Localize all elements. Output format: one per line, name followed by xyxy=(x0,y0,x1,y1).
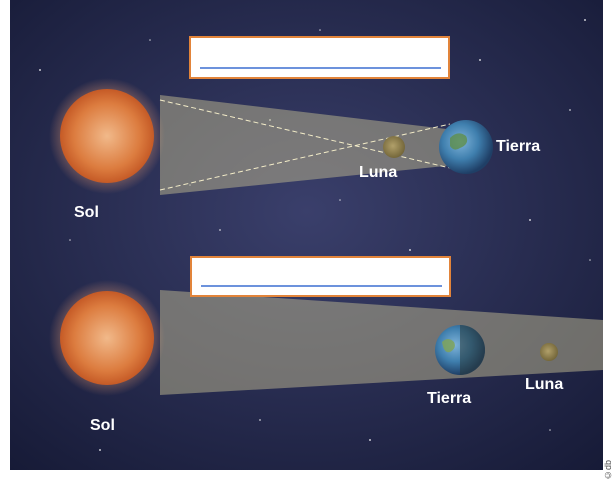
copyright-credit: ©db xyxy=(603,459,613,480)
luna-label-bottom: Luna xyxy=(525,376,563,393)
sun-light-cone-top xyxy=(160,95,455,195)
moon-bottom xyxy=(540,343,558,361)
sun-light-cone-bottom xyxy=(160,290,603,395)
luna-label-top: Luna xyxy=(359,164,397,181)
tierra-label-top: Tierra xyxy=(496,138,540,155)
bottom-panel: Sol Tierra Luna xyxy=(49,256,603,434)
tierra-label-bottom: Tierra xyxy=(427,390,471,407)
eclipse-diagram: Sol Luna Tierra Sol Tierra Luna xyxy=(10,0,603,470)
sol-label-bottom: Sol xyxy=(90,417,115,434)
answer-box-bottom[interactable] xyxy=(190,256,451,297)
penumbra-line-2 xyxy=(159,123,451,191)
answer-box-top[interactable] xyxy=(189,36,450,79)
sun-top xyxy=(60,89,154,183)
penumbra-line-1 xyxy=(159,99,451,169)
eclipse-illustration: Sol Luna Tierra Sol Tierra Luna xyxy=(10,0,603,470)
earth-land-top xyxy=(450,133,468,150)
top-panel: Sol Luna Tierra xyxy=(49,36,540,221)
earth-land-bottom xyxy=(442,339,455,353)
sol-label-top: Sol xyxy=(74,204,99,221)
earth-night-side xyxy=(460,325,485,375)
sun-bottom xyxy=(60,291,154,385)
moon-top xyxy=(383,136,405,158)
earth-top xyxy=(439,120,493,174)
stars xyxy=(39,19,591,451)
